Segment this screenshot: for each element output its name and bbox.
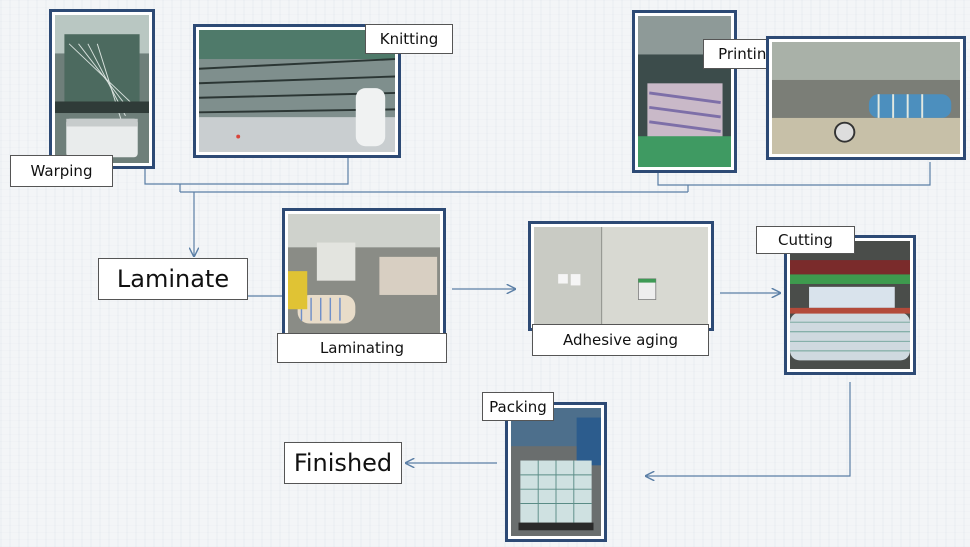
cutting-label: Cutting: [756, 226, 855, 254]
packing-photo: [505, 402, 607, 542]
adhesive-aging-photo: [528, 221, 714, 331]
adhesive-aging-label: Adhesive aging: [532, 324, 709, 356]
printing-photo-1: [632, 10, 737, 173]
laminating-label: Laminating: [277, 333, 447, 363]
warping-photo: [49, 9, 155, 169]
printing-photo-2: [766, 36, 966, 160]
knitting-label: Knitting: [365, 24, 453, 54]
arrow-to-packing: [646, 382, 851, 476]
laminate-label: Laminate: [98, 258, 248, 300]
knit-warp-bracket: [144, 158, 349, 185]
finished-label: Finished: [284, 442, 402, 484]
printing-bracket: [657, 162, 931, 186]
laminating-photo: [282, 208, 446, 340]
packing-label: Packing: [482, 392, 554, 421]
warping-label: Warping: [10, 155, 113, 187]
cutting-photo: [784, 235, 916, 375]
